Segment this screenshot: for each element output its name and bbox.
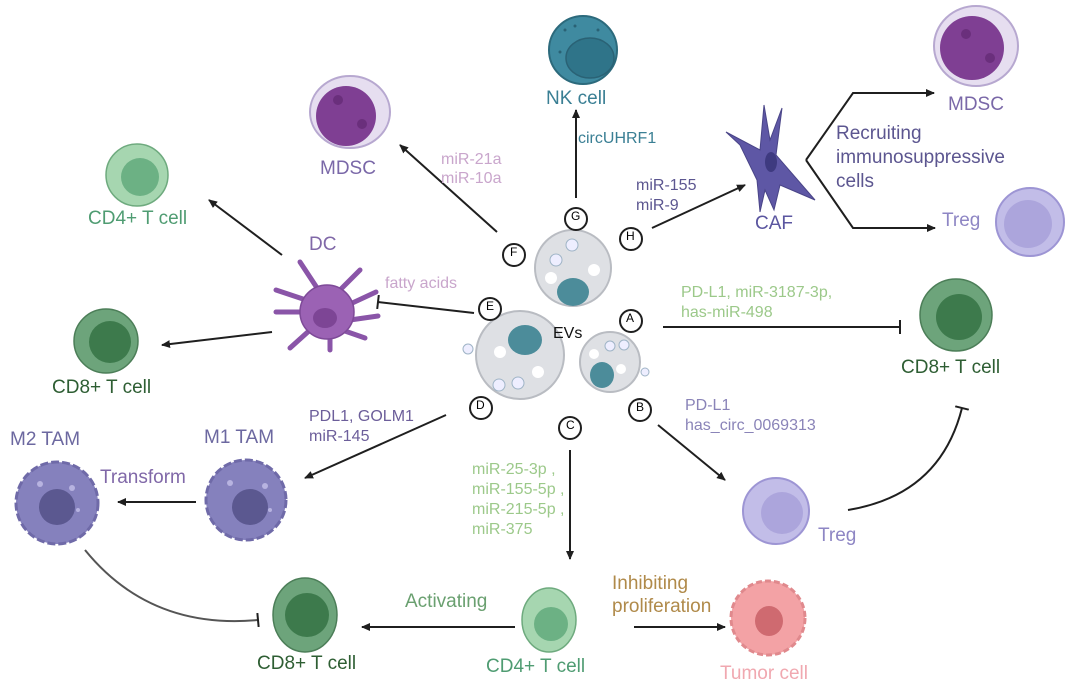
- treg-right-label: Treg: [942, 210, 981, 231]
- nk-cell-label: NK cell: [546, 88, 607, 109]
- arrow-b-treg: [657, 424, 726, 481]
- inhibiting-line1: Inhibiting: [612, 573, 689, 594]
- cd8-right-label: CD8+ T cell: [901, 357, 1001, 378]
- ev-right-icon: [579, 331, 650, 393]
- ev-left-icon: [462, 310, 565, 400]
- arrow-caf-treg: [805, 159, 936, 232]
- mdsc-right-icon: [933, 5, 1019, 87]
- cd4-left-icon: [105, 143, 169, 207]
- circuhrf1-annotation: circUHRF1: [578, 130, 657, 147]
- recruiting-line3: cells: [836, 171, 875, 192]
- marker-g: [564, 207, 588, 231]
- cd4-left-label: CD4+ T cell: [88, 208, 188, 229]
- marker-d-label: D: [476, 398, 485, 412]
- mir-c-line2: miR-155-5p ,: [472, 481, 565, 498]
- fatty-acids-annotation: fatty acids: [385, 275, 458, 292]
- treg-right-icon: [995, 187, 1065, 257]
- evs-label: EVs: [553, 325, 583, 342]
- recruiting-line2: immunosuppressive: [836, 147, 1005, 168]
- tumor-cell-icon: [729, 579, 807, 657]
- inhibit-e-dc: [376, 294, 475, 314]
- inhibiting-line2: proliferation: [612, 596, 712, 617]
- arrow-dc-cd8: [161, 331, 273, 349]
- pdl1-d-line2: miR-145: [309, 428, 370, 445]
- activating-annotation: Activating: [405, 591, 488, 612]
- mir-c-line3: miR-215-5p ,: [472, 501, 565, 518]
- pdl1-a-line1: PD-L1, miR-3187-3p,: [681, 284, 833, 301]
- m2-tam-label: M2 TAM: [10, 429, 81, 450]
- cd4-bottom-label: CD4+ T cell: [486, 656, 586, 677]
- caf-label: CAF: [755, 213, 793, 234]
- marker-e: [478, 297, 502, 321]
- inhibit-treg-cd8: [847, 405, 970, 511]
- nk-cell-icon: [548, 15, 618, 85]
- treg-bottom-icon: [742, 477, 810, 545]
- marker-a: [619, 309, 643, 333]
- m1-tam-icon: [204, 458, 288, 542]
- m1-tam-label: M1 TAM: [204, 427, 275, 448]
- marker-h: [619, 227, 643, 251]
- mir10a-annotation: miR-10a: [441, 170, 502, 187]
- arrow-h-caf: [651, 184, 746, 229]
- cd8-bottom-icon: [272, 577, 338, 653]
- marker-c-label: C: [566, 418, 575, 432]
- mir21a-annotation: miR-21a: [441, 151, 502, 168]
- marker-f-label: F: [510, 245, 518, 259]
- marker-b: [628, 398, 652, 422]
- marker-e-label: E: [486, 299, 495, 313]
- marker-b-label: B: [636, 400, 645, 414]
- arrow-d-m1: [304, 414, 447, 479]
- arrow-f-mdsc: [399, 144, 498, 233]
- mir155-annotation: miR-155: [636, 177, 697, 194]
- arrow-caf-mdsc: [805, 89, 935, 161]
- dc-label: DC: [309, 234, 337, 255]
- arrows: [84, 89, 970, 631]
- cd8-right-icon: [919, 278, 993, 352]
- marker-a-label: A: [626, 311, 635, 325]
- marker-f: [502, 243, 526, 267]
- inhibit-m2-cd8: [84, 549, 260, 628]
- marker-circles: [469, 207, 652, 440]
- marker-c: [558, 416, 582, 440]
- pdl1-a-line2: has-miR-498: [681, 304, 773, 321]
- recruiting-line1: Recruiting: [836, 123, 922, 144]
- cd8-left-label: CD8+ T cell: [52, 377, 152, 398]
- mdsc-right-label: MDSC: [948, 94, 1004, 115]
- treg-bottom-label: Treg: [818, 525, 857, 546]
- ev-top-icon: [534, 229, 612, 307]
- dc-body-icon: [299, 284, 355, 340]
- marker-h-label: H: [626, 229, 635, 243]
- m2-tam-icon: [14, 460, 100, 546]
- pdl1-b-line1: PD-L1: [685, 397, 731, 414]
- mir-c-line1: miR-25-3p ,: [472, 461, 556, 478]
- mdsc-top-label: MDSC: [320, 158, 376, 179]
- transform-annotation: Transform: [100, 467, 186, 488]
- marker-d: [469, 396, 493, 420]
- pdl1-d-line1: PDL1, GOLM1: [309, 408, 414, 425]
- tumor-cell-label: Tumor cell: [720, 663, 808, 684]
- arrow-dc-cd4: [208, 199, 283, 256]
- mir-c-line4: miR-375: [472, 521, 533, 538]
- marker-g-label: G: [571, 209, 581, 223]
- cd8-bottom-label: CD8+ T cell: [257, 653, 357, 674]
- caf-icon: [725, 104, 816, 213]
- cd4-bottom-icon: [521, 587, 577, 653]
- mdsc-top-icon: [309, 75, 391, 149]
- cd8-left-icon: [73, 308, 139, 374]
- pdl1-b-line2: has_circ_0069313: [685, 417, 816, 434]
- mir9-annotation: miR-9: [636, 197, 679, 214]
